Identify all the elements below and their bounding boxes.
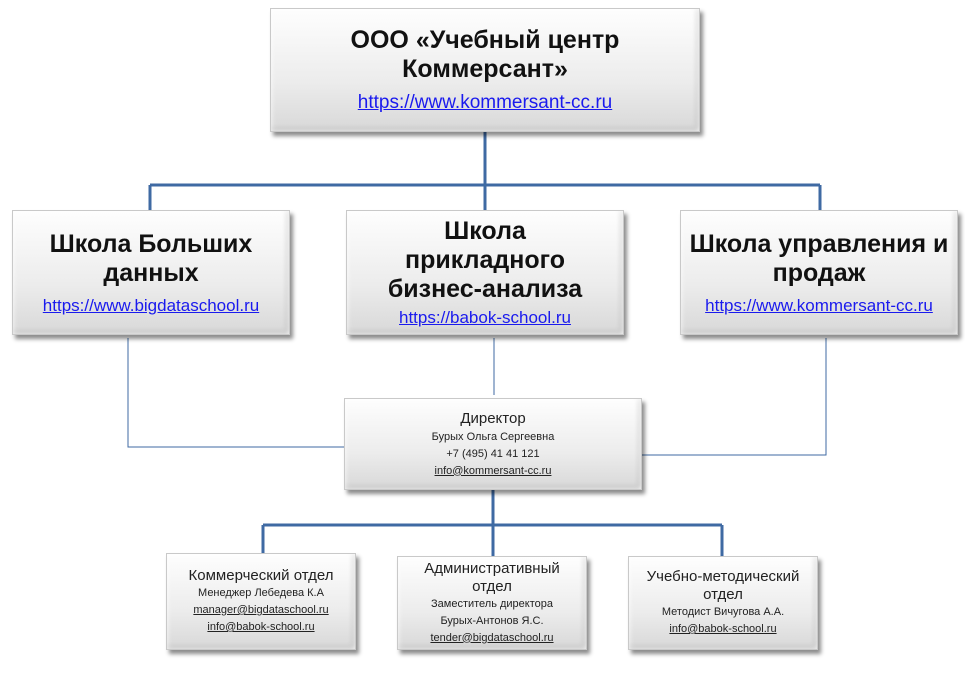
top-connector bbox=[148, 132, 822, 210]
school-box: Школа управления и продаж https://www.ko… bbox=[680, 210, 958, 335]
director-phone: +7 (495) 41 41 121 bbox=[446, 447, 540, 460]
company-url[interactable]: https://www.kommersant-cc.ru bbox=[357, 92, 613, 113]
school-url[interactable]: https://www.kommersant-cc.ru bbox=[705, 295, 933, 315]
school-box: Школа Больших данных https://www.bigdata… bbox=[12, 210, 290, 335]
company-title: ООО «Учебный центр Коммерсант» bbox=[350, 26, 620, 83]
school-box: Школа прикладного бизнес-анализа https:/… bbox=[346, 210, 624, 335]
department-email[interactable]: tender@bigdataschool.ru bbox=[430, 631, 554, 644]
department-box: Административный отдел Заместитель дирек… bbox=[397, 556, 587, 650]
school1-director-line bbox=[127, 338, 344, 448]
director-email[interactable]: info@kommersant-cc.ru bbox=[434, 464, 552, 477]
department-title: Коммерческий отдел bbox=[188, 567, 334, 584]
school-url[interactable]: https://www.bigdataschool.ru bbox=[42, 295, 260, 315]
department-email[interactable]: info@babok-school.ru bbox=[669, 623, 777, 635]
school-title: Школа прикладного бизнес-анализа bbox=[387, 217, 583, 303]
department-email[interactable]: manager@bigdataschool.ru bbox=[193, 604, 329, 616]
department-person: Методист Вичугова А.А. bbox=[661, 606, 785, 618]
school-url[interactable]: https://babok-school.ru bbox=[399, 308, 571, 327]
department-box: Коммерческий отдел Менеджер Лебедева К.А… bbox=[166, 553, 356, 650]
department-person2: Бурых-Антонов Я.С. bbox=[440, 614, 544, 627]
school-title: Школа управления и продаж bbox=[689, 229, 949, 287]
director-name: Бурых Ольга Сергеевна bbox=[431, 430, 555, 443]
director-box: Директор Бурых Ольга Сергеевна +7 (495) … bbox=[344, 398, 642, 490]
department-email[interactable]: info@babok-school.ru bbox=[207, 621, 315, 633]
department-title: Административный отдел bbox=[424, 559, 560, 595]
department-title: Учебно-методический отдел bbox=[646, 568, 800, 603]
company-box: ООО «Учебный центр Коммерсант» https://w… bbox=[270, 8, 700, 132]
school3-director-line bbox=[642, 338, 827, 456]
school-title: Школа Больших данных bbox=[49, 229, 253, 287]
department-person: Менеджер Лебедева К.А bbox=[198, 587, 324, 599]
department-box: Учебно-методический отдел Методист Вичуг… bbox=[628, 556, 818, 650]
director-connector bbox=[261, 490, 724, 556]
department-person: Заместитель директора bbox=[431, 597, 553, 610]
director-title: Директор bbox=[460, 409, 526, 427]
